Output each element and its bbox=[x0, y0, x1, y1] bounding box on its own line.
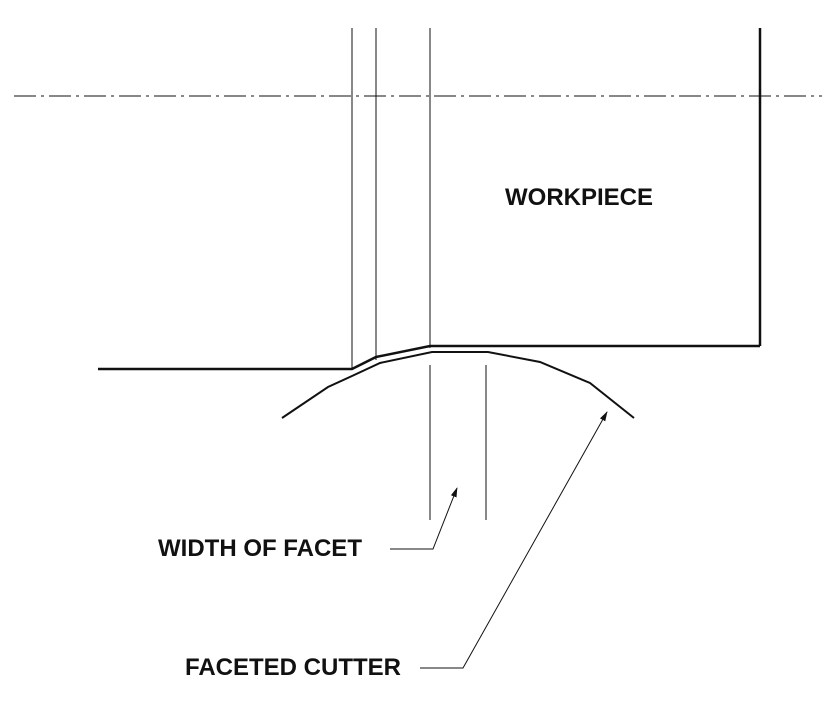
faceted-cutter-leader bbox=[420, 411, 608, 669]
faceted-cutter-label: FACETED CUTTER bbox=[185, 654, 401, 681]
workpiece-profile bbox=[98, 344, 760, 371]
workpiece-label: WORKPIECE bbox=[505, 184, 654, 211]
faceted-cutter-arc bbox=[281, 351, 635, 419]
width-of-facet-label: WIDTH OF FACET bbox=[158, 535, 362, 562]
width-of-facet-leader bbox=[390, 487, 458, 550]
